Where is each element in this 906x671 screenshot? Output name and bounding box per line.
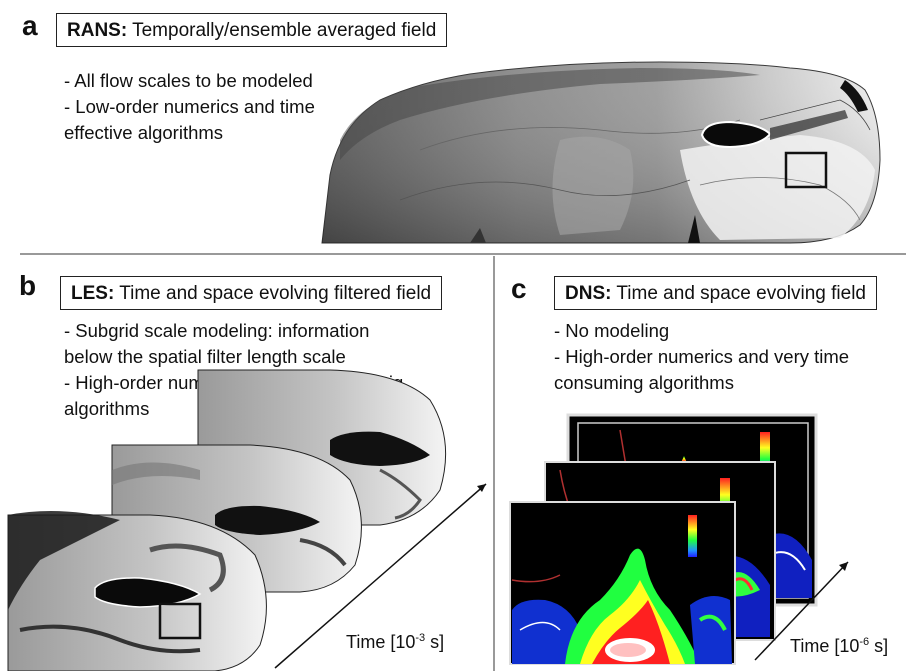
panel-c-bullet-2: - High-order numerics and very time [554,346,850,367]
les-time-exponent: -3 [415,632,426,644]
les-frame-front [7,511,267,671]
les-time-base: Time [10 [346,632,416,652]
panel-b-title: LES: Time and space evolving filtered fi… [60,276,443,310]
panel-b-bullet-4: algorithms [64,398,150,419]
panel-a-letter: a [22,10,38,41]
panel-a-bullet-3: effective algorithms [64,122,224,143]
panel-a-bullet-1: - All flow scales to be modeled [64,70,313,91]
panel-c-letter: c [511,273,527,304]
dns-time-unit: s] [869,636,889,656]
panel-c-title-bold: DNS: [565,283,612,304]
panel-b-bullet-1: - Subgrid scale modeling: information [64,320,370,341]
panel-c-bullets: - No modeling - High-order numerics and … [554,318,849,396]
panel-b-bullet-2: below the spatial filter length scale [64,346,346,367]
dns-frame-front [509,501,736,665]
panel-a-bullets: - All flow scales to be modeled - Low-or… [64,68,315,146]
vertical-divider [493,256,495,671]
les-time-label: Time [10-3 s] [346,632,444,653]
panel-a-title-rest: Temporally/ensemble averaged field [127,20,437,41]
panel-c-title-rest: Time and space evolving field [611,283,866,304]
panel-c-title: DNS: Time and space evolving field [554,276,877,310]
dns-time-label: Time [10-6 s] [790,636,888,657]
panel-a-title-bold: RANS: [67,20,128,41]
panel-c-bullet-1: - No modeling [554,320,670,341]
les-time-unit: s] [425,632,445,652]
horizontal-divider [20,253,906,255]
panel-b-title-bold: LES: [71,283,115,304]
panel-b-title-rest: Time and space evolving filtered field [114,283,432,304]
panel-b-letter: b [19,270,37,301]
dns-time-exponent: -6 [859,636,870,648]
panel-c-bullet-3: consuming algorithms [554,372,734,393]
dns-time-base: Time [10 [790,636,860,656]
panel-a-bullet-2: - Low-order numerics and time [64,96,315,117]
panel-a-title: RANS: Temporally/ensemble averaged field [56,13,448,47]
